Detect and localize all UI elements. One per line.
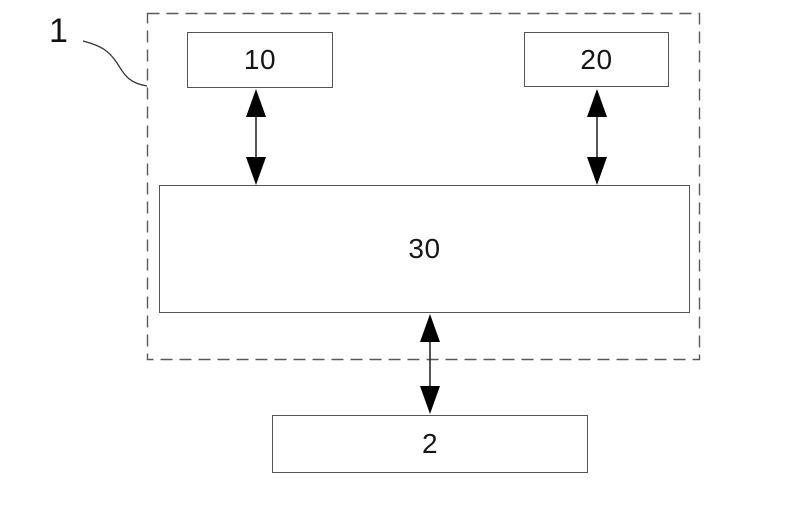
boundary-label: 1 xyxy=(49,12,68,50)
system-boundary-dashed-rect xyxy=(146,12,701,361)
arrow-20-30-up-head-icon xyxy=(587,89,607,117)
arrow-30-2-down-head-icon xyxy=(420,386,440,414)
arrow-20-30 xyxy=(587,89,607,185)
block-20-label: 20 xyxy=(580,43,613,75)
arrow-30-2 xyxy=(420,314,440,414)
arrow-20-30-down-head-icon xyxy=(587,157,607,185)
block-2-label: 2 xyxy=(421,428,439,459)
block-30: 30 xyxy=(159,185,690,313)
arrow-10-30-up-head-icon xyxy=(246,89,266,117)
block-20: 20 xyxy=(524,32,669,87)
block-10: 10 xyxy=(187,32,333,88)
block-10-label: 10 xyxy=(243,44,277,75)
arrow-10-30-down-head-icon xyxy=(246,157,266,185)
arrow-30-2-up-head-icon xyxy=(420,314,440,342)
block-30-label: 30 xyxy=(408,233,441,264)
block-2: 2 xyxy=(272,415,588,473)
arrow-10-30 xyxy=(246,89,266,185)
boundary-label-leader-line xyxy=(82,40,148,87)
